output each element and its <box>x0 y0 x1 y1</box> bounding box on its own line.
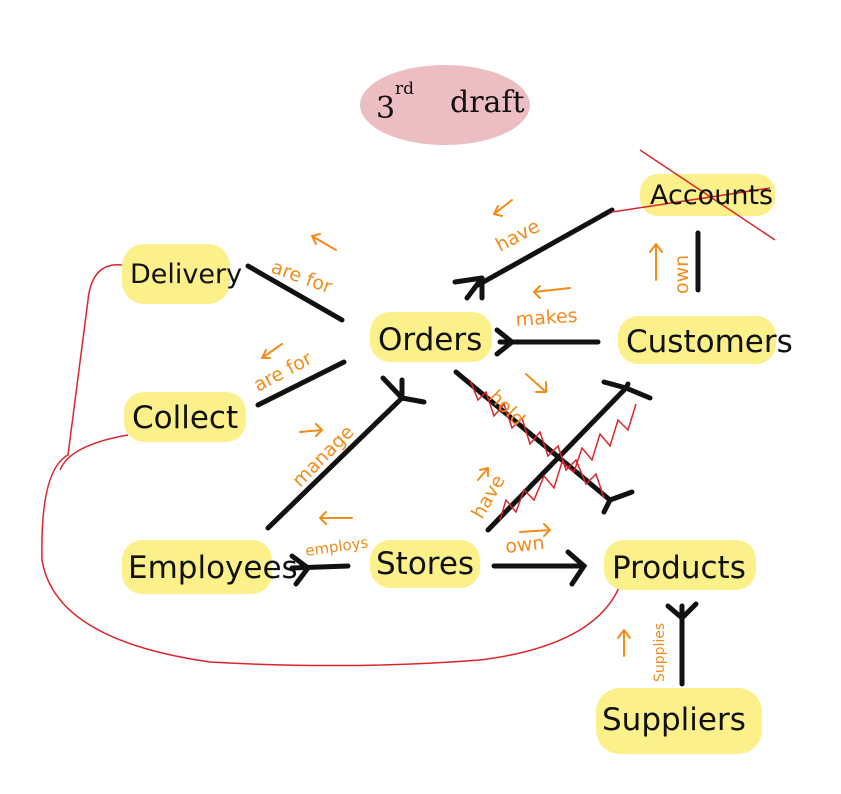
title-superscript: rd <box>395 79 414 99</box>
suppliers-highlight <box>596 688 762 754</box>
employees-highlight <box>122 540 272 594</box>
label-delivery-orders: are for <box>268 256 335 298</box>
employees-stores-line <box>289 563 351 571</box>
label-stores-employees: employs <box>304 533 369 560</box>
red-connector-line-2 <box>59 434 129 471</box>
orders-accounts-crowfoot <box>452 275 485 301</box>
orders-highlight <box>370 312 492 362</box>
products-orders-zigzag <box>499 403 637 521</box>
strike-marks <box>469 149 776 521</box>
title-word: draft <box>450 85 525 120</box>
label-customers-orders: makes <box>515 305 578 331</box>
direction-arrows <box>261 199 663 657</box>
arrow-employees-orders <box>299 423 323 437</box>
collect-orders-line <box>255 359 347 408</box>
arrow-customers-orders <box>533 285 571 299</box>
products-orders-crowfoot <box>601 379 653 401</box>
entity-delivery: Delivery <box>130 259 242 290</box>
employees-orders-crowfoot <box>380 375 427 405</box>
stores-highlight <box>370 540 480 588</box>
entity-stores: Stores <box>376 546 474 582</box>
orders-accounts-line <box>475 207 615 288</box>
entity-customers: Customers <box>626 324 793 360</box>
arrow-delivery-orders <box>311 233 337 251</box>
entities: Accounts Delivery Orders Customers Colle… <box>128 180 793 738</box>
label-collect-orders: are for <box>250 347 316 396</box>
arrow-suppliers-products <box>617 629 631 657</box>
suppliers-products-crowfoot <box>665 601 699 622</box>
red-connector-line <box>41 264 623 667</box>
entity-collect: Collect <box>132 400 238 436</box>
title-number: 3 <box>376 91 395 126</box>
arrow-stores-employees <box>319 511 353 525</box>
arrow-customers-accounts <box>649 243 663 281</box>
entity-products: Products <box>612 550 746 586</box>
label-stores-products: own <box>504 532 545 558</box>
entity-accounts: Accounts <box>650 180 773 211</box>
label-suppliers-products: Supplies <box>652 623 668 682</box>
orders-products-zigzag <box>469 379 605 499</box>
delivery-highlight <box>122 244 230 304</box>
arrow-collect-orders <box>261 343 283 359</box>
entity-orders: Orders <box>378 322 482 358</box>
employees-orders-line <box>265 395 405 531</box>
entity-suppliers: Suppliers <box>602 702 746 738</box>
customers-highlight <box>618 316 776 364</box>
title-highlight <box>360 65 530 145</box>
collect-highlight <box>124 392 246 442</box>
label-customers-accounts: own <box>671 255 693 294</box>
label-employees-orders: manage <box>288 421 358 491</box>
employees-stores-crowfoot <box>289 553 312 587</box>
arrow-orders-accounts <box>493 199 513 217</box>
accounts-strike-2 <box>611 187 771 213</box>
customers-orders-crowfoot <box>494 327 517 357</box>
delivery-orders-line <box>245 263 345 323</box>
accounts-strike-1 <box>639 149 776 241</box>
relationship-labels: have are for are for makes own hold mana… <box>250 215 693 682</box>
entity-highlights <box>122 174 776 754</box>
stores-products-crowfoot <box>565 549 588 587</box>
arrow-orders-products <box>525 373 547 393</box>
arrow-products-orders <box>477 467 489 481</box>
entity-employees: Employees <box>128 550 298 586</box>
title: 3 rd draft <box>360 65 530 145</box>
orders-products-crowfoot <box>601 489 635 515</box>
arrow-stores-products <box>519 523 551 537</box>
products-highlight <box>604 540 756 590</box>
